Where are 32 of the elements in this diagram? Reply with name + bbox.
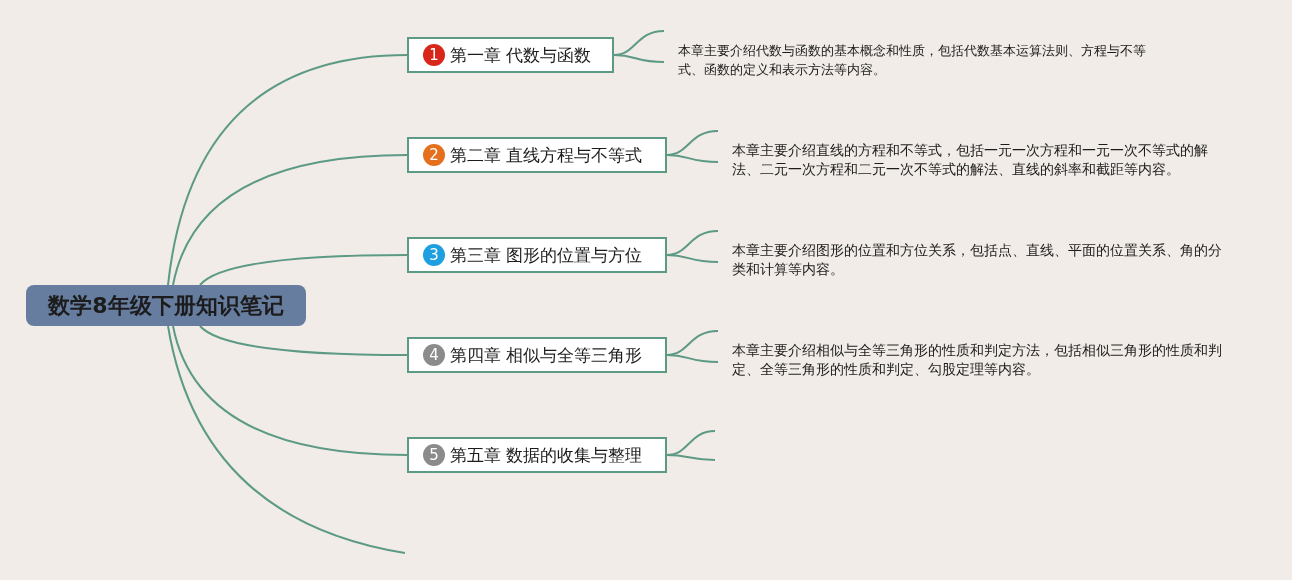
chapter-title: 第五章 数据的收集与整理 <box>450 443 643 467</box>
chapter-box <box>407 237 667 273</box>
branch-line <box>666 354 719 363</box>
branch-line <box>666 254 719 263</box>
chapter-title: 第三章 图形的位置与方位 <box>450 243 643 267</box>
branch-line <box>199 254 408 286</box>
chapter-title: 第一章 代数与函数 <box>450 43 592 67</box>
branch-line <box>666 454 716 461</box>
number-badge: 1 <box>423 44 445 66</box>
number-badge: 5 <box>423 444 445 466</box>
chapter-box <box>407 137 667 173</box>
branch-line <box>199 325 408 356</box>
chapter-box <box>407 37 614 73</box>
root-topic-box <box>26 285 306 326</box>
branch-line <box>666 154 719 163</box>
branch-line <box>172 325 408 456</box>
chapter-box <box>407 437 667 473</box>
chapter-box <box>407 337 667 373</box>
chapter-title: 第二章 直线方程与不等式 <box>450 143 643 167</box>
branch-line <box>613 54 665 63</box>
chapter-title: 第四章 相似与全等三角形 <box>450 343 643 367</box>
note-text: 本章主要介绍图形的位置和方位关系，包括点、直线、平面的位置关系、角的分类和计算等内容。 <box>732 241 1222 279</box>
note-text: 本章主要介绍相似与全等三角形的性质和判定方法，包括相似三角形的性质和判定、全等三角形的性质和判定、勾股定理等内容。 <box>732 341 1222 379</box>
note-text: 本章主要介绍代数与函数的基本概念和性质，包括代数基本运算法则、方程与不等式、函数的定义和表示方法等内容。 <box>678 41 1163 79</box>
branch-line <box>172 154 408 286</box>
number-badge: 3 <box>423 244 445 266</box>
branch-line <box>167 54 408 286</box>
branch-line <box>167 325 406 554</box>
number-badge: 4 <box>423 344 445 366</box>
number-badge: 2 <box>423 144 445 166</box>
root-topic-text: 数学8年级下册知识笔记 <box>48 291 284 320</box>
note-text: 本章主要介绍直线的方程和不等式，包括一元一次方程和一元一次不等式的解法、二元一次方程和二元一次不等式的解法、直线的斜率和截距等内容。 <box>732 141 1209 179</box>
